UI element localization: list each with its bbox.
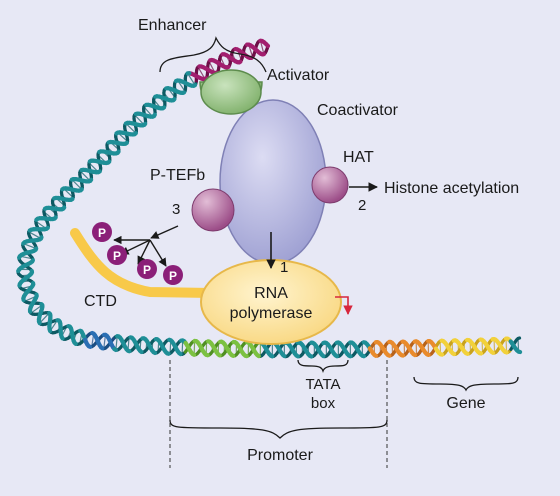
dna-strand-segment xyxy=(42,205,49,211)
coactivator-label: Coactivator xyxy=(317,102,399,119)
dna-strand-segment xyxy=(190,351,197,357)
ctd-label: CTD xyxy=(84,293,117,310)
step1-label: 1 xyxy=(280,259,288,276)
svg-text:P: P xyxy=(113,249,121,263)
phosphate-1: P xyxy=(92,222,112,242)
rna-polymerase xyxy=(200,259,342,345)
polymerase-label: polymerase xyxy=(230,305,313,322)
transcription-start-arrow xyxy=(335,296,353,315)
ptefb-label: P-TEFb xyxy=(150,167,205,184)
dna-strand-segment xyxy=(177,350,183,357)
dna-strand-segment xyxy=(255,352,261,359)
dna-strand-segment xyxy=(516,336,522,341)
phosphate-4: P xyxy=(163,265,183,285)
box-label: box xyxy=(311,395,336,412)
rna-label: RNA xyxy=(254,285,288,302)
dna-strand-segment xyxy=(372,352,379,358)
dna-strand-segment xyxy=(123,120,130,126)
dna-strand-segment xyxy=(385,352,392,358)
dna-strand-segment xyxy=(489,349,496,355)
dna-strand-segment xyxy=(151,350,158,356)
dna-strand-segment xyxy=(463,351,470,356)
dna-strand-segment xyxy=(294,353,300,359)
dna-strand-segment xyxy=(59,334,65,341)
dna-strand-segment xyxy=(34,216,40,222)
dna-strand-segment xyxy=(333,353,340,359)
dna-strand-segment xyxy=(86,344,93,349)
dna-strand-segment xyxy=(502,349,509,355)
dna-strand-segment xyxy=(112,346,118,353)
dna-strand-segment xyxy=(98,345,105,351)
dna-strand-segment xyxy=(16,267,22,274)
dna-strand-segment xyxy=(164,351,171,356)
histone-acetylation-label: Histone acetylation xyxy=(384,180,519,197)
dna-strand-segment xyxy=(125,348,132,354)
gene-bracket xyxy=(413,376,519,392)
dna-strand-segment xyxy=(17,254,22,260)
dna-strand-segment xyxy=(216,352,222,358)
activator-label: Activator xyxy=(267,67,330,84)
dna-strand-segment xyxy=(47,326,53,334)
dna-strand-segment xyxy=(319,352,326,359)
phosphate-3: P xyxy=(137,259,157,279)
dna-strand-segment xyxy=(204,352,210,358)
dna-strand-segment xyxy=(114,130,120,136)
tata-label: TATA xyxy=(306,376,341,393)
phosphate-2: P xyxy=(107,245,127,265)
dna-strand-segment xyxy=(69,176,76,182)
dna-strand-segment xyxy=(229,352,236,358)
svg-text:P: P xyxy=(169,269,177,283)
dna-strand-segment xyxy=(411,352,418,358)
phosphate-groups: P P P P xyxy=(92,222,183,285)
tata-bracket xyxy=(297,359,349,374)
gene-label: Gene xyxy=(446,395,485,412)
dna-strand-segment xyxy=(268,353,275,359)
activator-protein-body xyxy=(200,69,262,115)
dna-strand-segment xyxy=(60,186,66,192)
dna-strand-segment xyxy=(346,353,353,359)
svg-text:P: P xyxy=(143,263,151,277)
dna-strand-segment xyxy=(280,352,287,359)
svg-text:P: P xyxy=(98,226,106,240)
ptefb-protein xyxy=(191,188,235,232)
dna-strand-segment xyxy=(72,340,78,347)
dna-strand-segment xyxy=(36,319,42,326)
step3-label: 3 xyxy=(172,201,180,218)
hat-protein xyxy=(311,166,349,204)
dna-strand-segment xyxy=(307,353,314,359)
dna-strand-segment xyxy=(137,348,144,355)
promoter-label: Promoter xyxy=(247,447,313,464)
step2-label: 2 xyxy=(358,197,366,214)
dna-strand-segment xyxy=(21,240,27,246)
dna-strand-segment xyxy=(424,352,431,358)
dna-strand-segment xyxy=(87,158,94,164)
promoter-bracket xyxy=(169,419,388,439)
dna-strand-segment xyxy=(450,351,457,357)
hat-label: HAT xyxy=(343,149,374,166)
dna-strand-segment xyxy=(97,149,103,155)
coactivator-complex xyxy=(219,99,327,265)
ctd-tail xyxy=(70,228,217,298)
dna-strand-segment xyxy=(27,227,34,233)
enhancer-label: Enhancer xyxy=(138,17,207,34)
enhancer-bracket xyxy=(159,36,267,73)
